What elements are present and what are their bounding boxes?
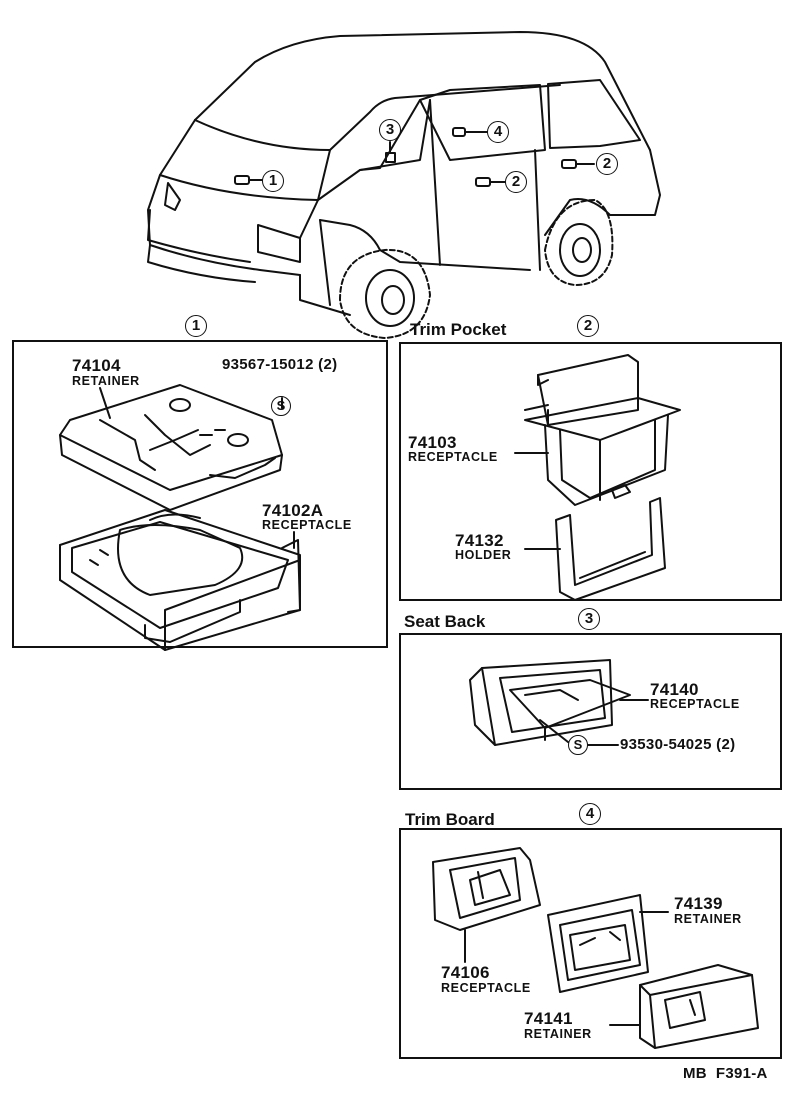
part-name-74140: RECEPTACLE <box>650 697 740 711</box>
part-name-74102A: RECEPTACLE <box>262 518 352 532</box>
section4-marker: 4 <box>579 803 601 825</box>
part-name-74104: RETAINER <box>72 374 140 388</box>
part-number-74106: 74106 <box>441 963 490 982</box>
holder-74132-drawing <box>556 498 665 600</box>
part-number-74103: 74103 <box>408 433 457 452</box>
part-name-74132: HOLDER <box>455 548 512 562</box>
callout-3-seat: 3 <box>379 119 401 141</box>
callout-2-door: 2 <box>505 171 527 193</box>
section2-marker: 2 <box>577 315 599 337</box>
van-illustration <box>148 32 660 338</box>
part-number-74139: 74139 <box>674 894 723 913</box>
part-number-74140: 74140 <box>650 680 699 699</box>
part-number-74141: 74141 <box>524 1009 573 1028</box>
receptacle-74102A-drawing <box>60 510 300 650</box>
section2-leaders <box>515 453 560 549</box>
section3-title: Seat Back <box>404 612 486 631</box>
callout-2-rear: 2 <box>596 153 618 175</box>
section2-title: Trim Pocket <box>410 320 507 339</box>
part-name-74106: RECEPTACLE <box>441 981 531 995</box>
screw-symbol-93567: S <box>271 396 291 416</box>
part-name-74141: RETAINER <box>524 1027 592 1041</box>
screw-symbol-93530: S <box>568 735 588 755</box>
section4-leaders <box>465 912 668 1025</box>
part-name-74139: RETAINER <box>674 912 742 926</box>
receptacle-74103-drawing <box>525 355 680 505</box>
callout-4-trim: 4 <box>487 121 509 143</box>
callout-1-front: 1 <box>262 170 284 192</box>
section4-title: Trim Board <box>405 810 495 829</box>
part-number-74102A: 74102A <box>262 501 324 520</box>
section3-marker: 3 <box>578 608 600 630</box>
receptacle-74106-drawing <box>433 848 540 930</box>
part-number-93530: 93530-54025 (2) <box>620 736 736 753</box>
receptacle-74140-drawing <box>470 660 630 745</box>
part-number-74104: 74104 <box>72 356 121 375</box>
retainer-74104-drawing <box>60 385 282 510</box>
section1-box <box>12 340 388 648</box>
section3-leaders <box>540 700 648 745</box>
section1-marker: 1 <box>185 315 207 337</box>
retainer-74141-drawing <box>640 965 758 1048</box>
part-number-93567: 93567-15012 (2) <box>222 356 338 373</box>
diagram-code: MB F391-A <box>683 1065 768 1082</box>
section2-box <box>399 342 782 601</box>
section3-box <box>399 633 782 790</box>
part-name-74103: RECEPTACLE <box>408 450 498 464</box>
retainer-74139-drawing <box>548 895 648 992</box>
section4-box <box>399 828 782 1059</box>
part-number-74132: 74132 <box>455 531 504 550</box>
